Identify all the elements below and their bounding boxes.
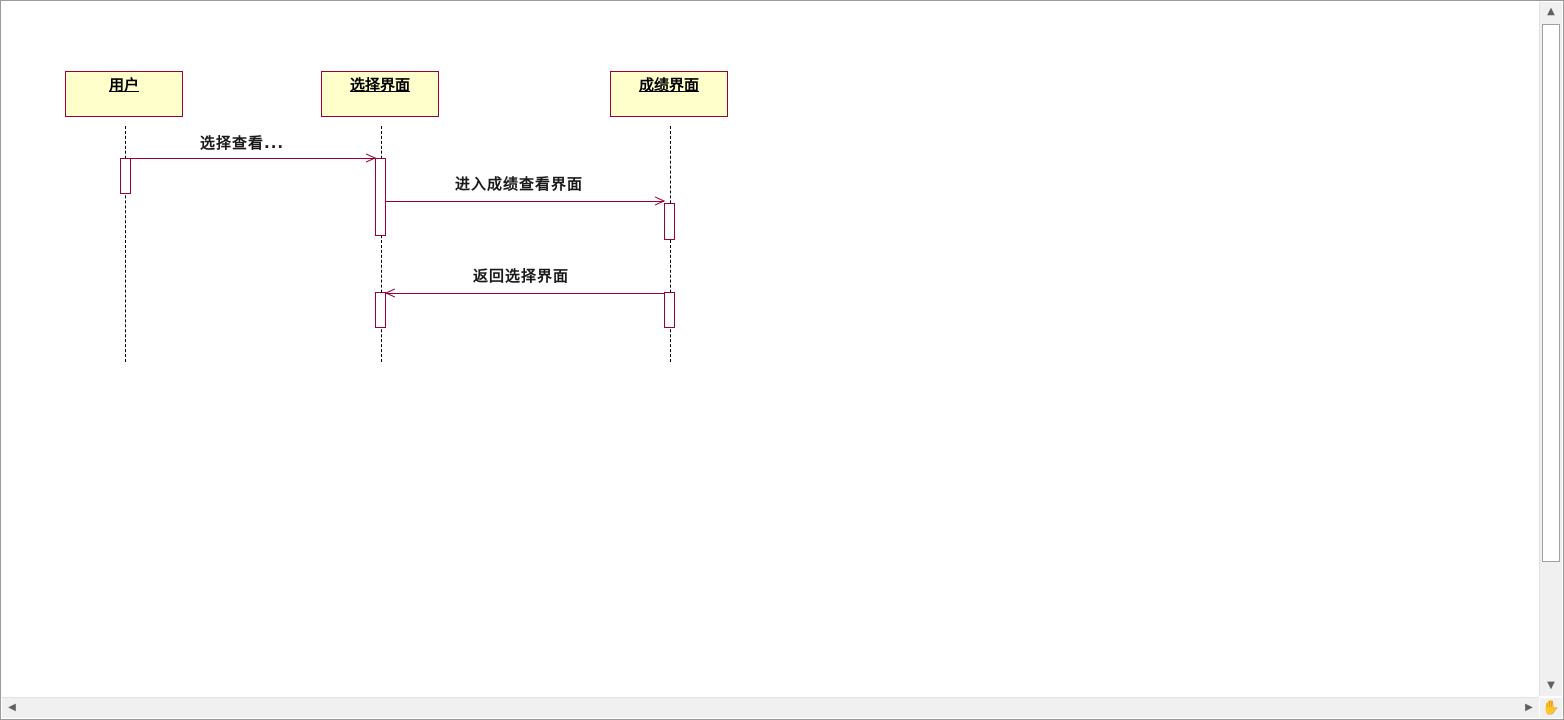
message-select-view[interactable] [131, 153, 376, 163]
triangle-up-icon[interactable]: ▲ [1547, 6, 1555, 17]
activation-select-screen-2[interactable] [375, 292, 386, 328]
participant-score-screen[interactable]: 成绩界面 [610, 71, 728, 117]
diagram-canvas[interactable]: 用户 选择界面 成绩界面 选择查看... 进入成绩查看界面 [2, 2, 1540, 698]
activation-user[interactable] [120, 158, 131, 194]
lifeline-user [125, 126, 126, 362]
participant-user-label: 用户 [108, 76, 139, 94]
arrow-left-icon [385, 288, 395, 298]
activation-score-screen-2[interactable] [664, 292, 675, 328]
message-label-enter-score-view: 进入成绩查看界面 [455, 175, 584, 193]
participant-score-screen-label: 成绩界面 [638, 76, 699, 94]
hand-pan-icon[interactable]: ✋ [1540, 698, 1562, 718]
participant-select-screen[interactable]: 选择界面 [321, 71, 439, 117]
arrow-right-icon [366, 153, 376, 163]
lifeline-select-screen [381, 126, 382, 362]
arrow-right-icon [655, 196, 665, 206]
triangle-left-icon[interactable]: ◀ [8, 702, 16, 713]
message-label-select-view: 选择查看... [200, 134, 285, 152]
triangle-down-icon[interactable]: ▼ [1547, 680, 1555, 691]
activation-select-screen-1[interactable] [375, 158, 386, 236]
triangle-right-icon[interactable]: ▶ [1525, 702, 1533, 713]
participant-select-screen-label: 选择界面 [349, 76, 410, 94]
horizontal-scrollbar[interactable]: ◀ ▶ [2, 697, 1539, 718]
vertical-scrollbar[interactable]: ▲ ▼ [1539, 2, 1562, 696]
message-enter-score-view[interactable] [386, 196, 665, 206]
vertical-scroll-thumb[interactable] [1542, 24, 1560, 562]
message-label-return-select: 返回选择界面 [473, 267, 570, 285]
activation-score-screen-1[interactable] [664, 203, 675, 240]
lifeline-score-screen [670, 126, 671, 362]
participant-user[interactable]: 用户 [65, 71, 183, 117]
message-return-select[interactable] [385, 288, 664, 298]
